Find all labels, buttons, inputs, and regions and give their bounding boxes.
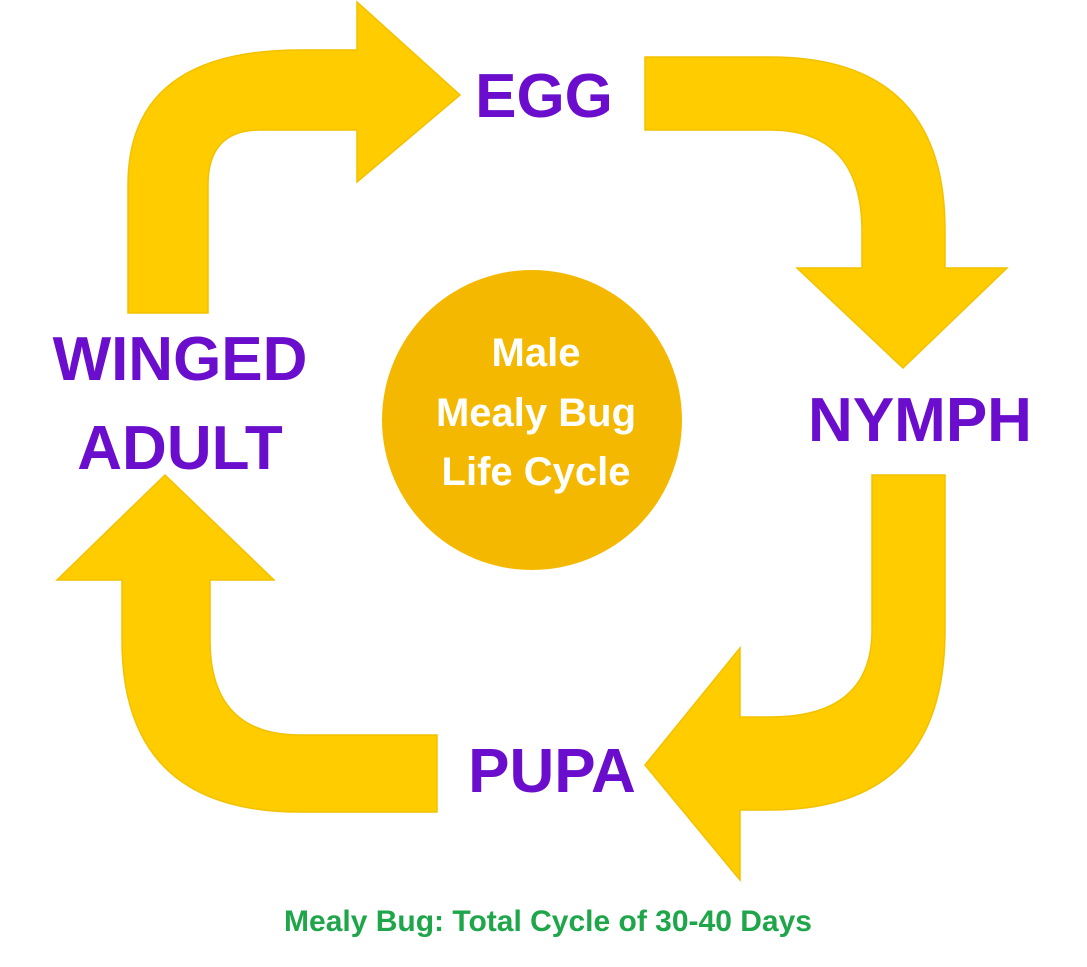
stage-label-egg: EGG — [475, 62, 613, 131]
stage-label-nymph: NYMPH — [808, 386, 1032, 455]
stage-label-adult-line2: ADULT — [77, 414, 283, 483]
arrow-egg-to-nymph — [644, 56, 1009, 370]
arrow-pupa-to-adult — [55, 473, 438, 813]
stage-label-adult-line1: WINGED — [53, 325, 308, 394]
arrow-adult-to-egg — [127, 0, 462, 314]
stage-label-pupa: PUPA — [468, 737, 636, 806]
center-text-line1: Male — [492, 331, 581, 375]
arrow-nymph-to-pupa — [644, 474, 946, 883]
center-text-line3: Life Cycle — [442, 450, 631, 494]
center-circle — [382, 270, 682, 570]
caption: Mealy Bug: Total Cycle of 30-40 Days — [284, 905, 812, 938]
center-text-line2: Mealy Bug — [436, 391, 636, 435]
